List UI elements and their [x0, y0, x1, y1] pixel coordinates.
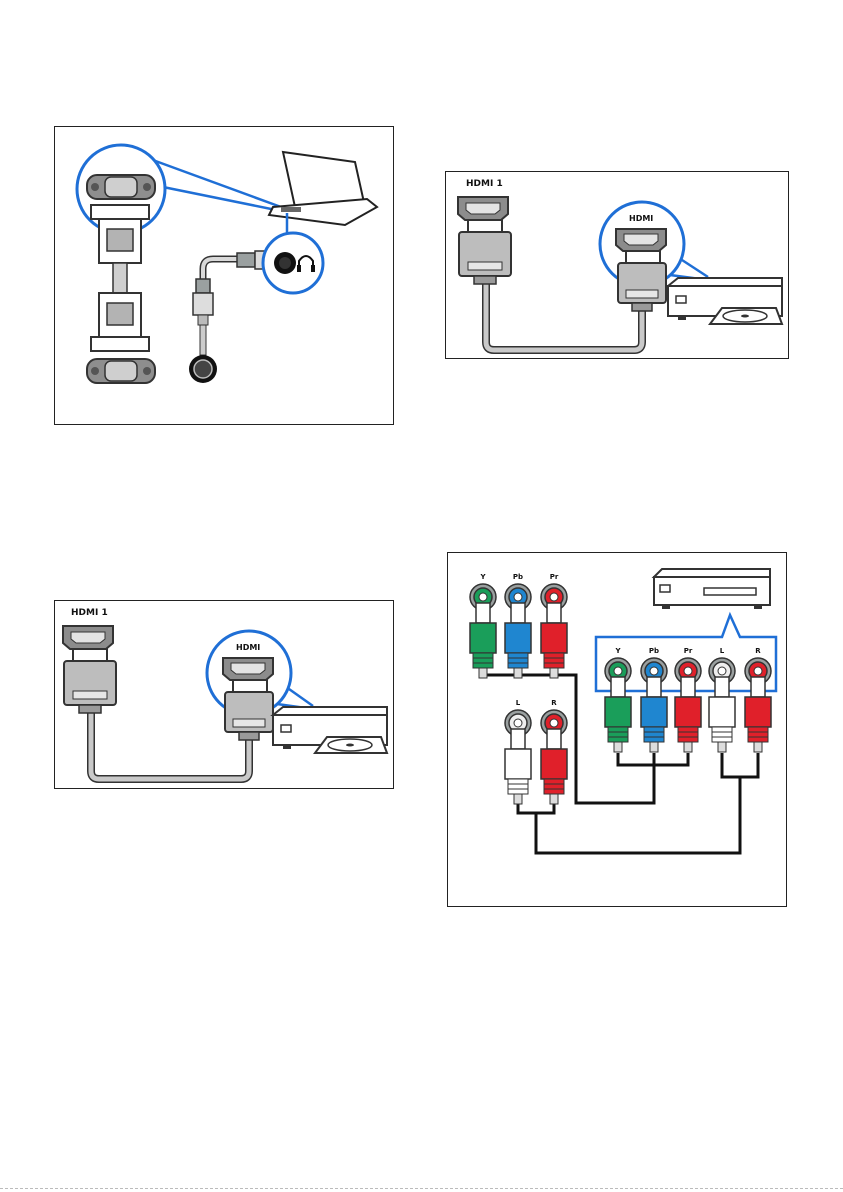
hdmi-diagram-graphic-bottom: HDMI 1 HDMI [55, 601, 395, 790]
hdmi-plug-device [618, 251, 666, 311]
device-plug-l-label: L [720, 647, 725, 655]
tv-audio-plug-l: L [505, 699, 531, 804]
vga-port-laptop [87, 175, 155, 199]
device-plug-r: R [745, 647, 771, 752]
vga-cable [91, 205, 149, 351]
hdmi-plug-tv [459, 220, 511, 284]
set-top-box-icon [654, 569, 770, 609]
hdmi-connection-diagram-bottom: HDMI 1 HDMI [54, 600, 394, 789]
tv-audio-plug-r-label: R [551, 699, 557, 707]
tv-hdmi-port-label: HDMI 1 [466, 179, 503, 189]
tv-hdmi-port-label: HDMI 1 [71, 608, 108, 618]
tv-video-plug-pr-label: Pr [550, 573, 559, 581]
page-bottom-divider [0, 1188, 843, 1189]
device-hdmi-port [616, 229, 666, 251]
hdmi-plug-device [225, 680, 273, 740]
tv-video-plug-y-label: Y [479, 573, 486, 581]
device-plug-l: L [709, 647, 735, 752]
device-plug-r-label: R [755, 647, 761, 655]
tv-hdmi-port [63, 626, 113, 649]
device-plug-pr: Pr [675, 647, 701, 752]
vga-pc-connection-diagram [54, 126, 394, 425]
device-plug-y: Y [605, 647, 631, 752]
vga-port-tv [87, 359, 155, 383]
audio-jack-tv [189, 355, 217, 383]
laptop-icon [269, 152, 377, 225]
dvd-player-icon [273, 707, 387, 753]
vga-diagram-graphic [55, 127, 395, 426]
tv-audio-plug-r: R [541, 699, 567, 804]
hdmi-plug-tv [64, 649, 116, 713]
hdmi-connection-diagram-top: HDMI 1 HDMI [445, 171, 789, 359]
device-plug-y-label: Y [614, 647, 621, 655]
headphone-jack-laptop [274, 252, 296, 274]
device-hdmi-port [223, 658, 273, 680]
tv-audio-plug-l-label: L [516, 699, 521, 707]
hdmi-diagram-graphic-top: HDMI 1 HDMI [446, 172, 790, 360]
device-plug-pb-label: Pb [649, 647, 659, 655]
tv-video-plug-pr: Pr [541, 573, 567, 678]
device-hdmi-port-label: HDMI [629, 214, 653, 223]
tv-video-plug-pb: Pb [505, 573, 531, 678]
device-plug-pb: Pb [641, 647, 667, 752]
tv-hdmi-port [458, 197, 508, 220]
device-hdmi-port-label: HDMI [236, 643, 260, 652]
dvd-player-icon [668, 278, 782, 324]
tv-video-plug-pb-label: Pb [513, 573, 523, 581]
device-plug-pr-label: Pr [684, 647, 693, 655]
tv-video-plug-y: Y [470, 573, 496, 678]
